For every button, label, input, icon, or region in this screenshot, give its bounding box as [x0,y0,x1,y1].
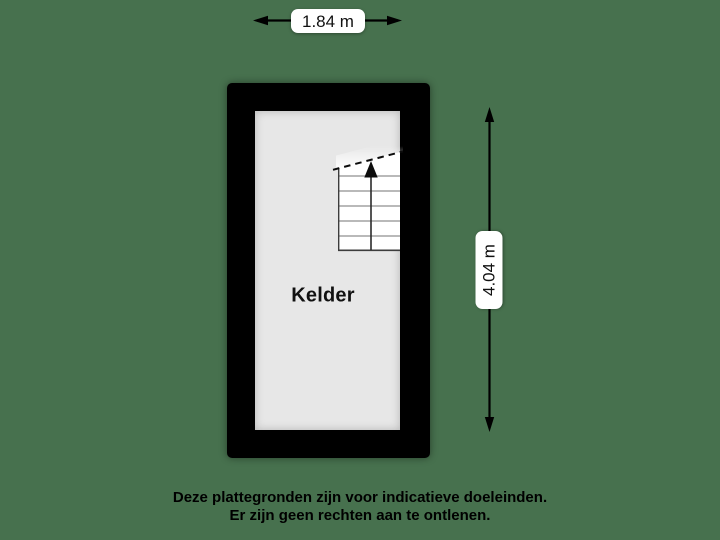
room-name-label: Kelder [291,284,355,307]
width-dimension-left-arrow-icon [253,15,268,26]
kelder-floor [255,111,400,430]
height-dimension-label: 4.04 m [475,231,503,309]
disclaimer-text: Deze plattegronden zijn voor indicatieve… [0,489,720,525]
disclaimer-line-2: Er zijn geen rechten aan te ontlenen. [229,507,491,524]
height-dimension-top-arrow-icon [484,107,495,122]
width-dimension-label: 1.84 m [291,9,365,33]
width-dimension-right-arrow-icon [387,15,402,26]
height-dimension-bottom-arrow-icon [484,417,495,432]
disclaimer-line-1: Deze plattegronden zijn voor indicatieve… [172,489,548,506]
